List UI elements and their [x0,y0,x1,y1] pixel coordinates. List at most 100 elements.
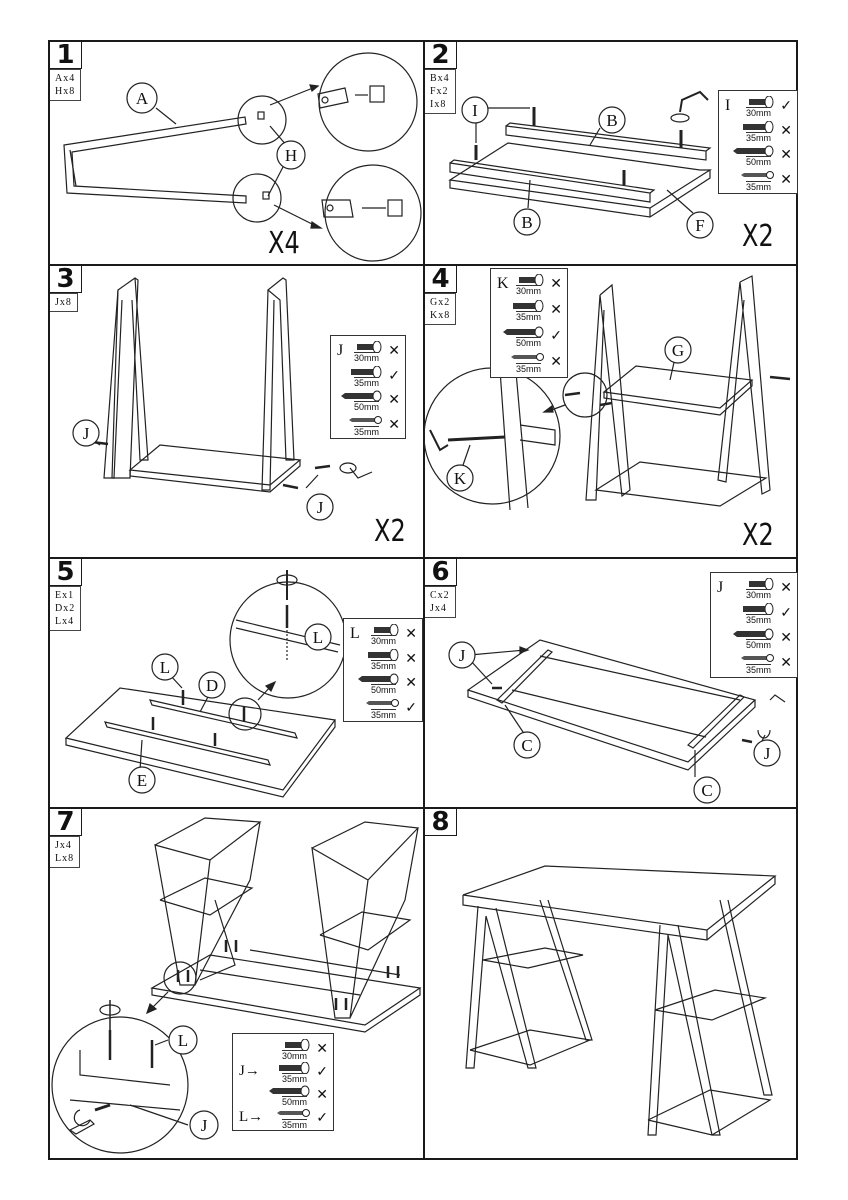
step-7-drawing: L J [51,817,422,1154]
screw-icon [731,628,775,642]
desktop-e [64,687,337,791]
step-6-drawing: J C C J [448,639,786,804]
callout-k-label: K [454,469,467,488]
callout-f-label: F [695,216,704,235]
shelf-unit-left [154,817,262,986]
callout-j-label: J [459,646,466,665]
screw-length: 30mm [281,1050,307,1061]
part-quantity: Cx2 [430,590,450,601]
shelf-unit-right [311,821,420,1019]
part-quantity: Jx4 [430,603,447,614]
screw-length: 30mm [745,589,771,600]
screw-icon [515,273,545,288]
rail-c [496,649,554,704]
screw-length: 35mm [745,664,771,675]
callout-d-label: D [206,676,218,695]
screw-length: 35mm [353,376,379,388]
quantity-multiplier: X2 [742,219,774,254]
screw-icon [739,170,775,182]
zoom-circle [51,1016,189,1154]
panel-divider [423,40,425,1160]
cross-icon: ✕ [405,649,417,666]
frame-left [585,283,631,501]
part-quantity: Fx2 [430,86,449,97]
cross-icon: ✕ [780,579,792,595]
detail-circle [163,961,197,995]
rail-d [149,699,298,739]
step-3-drawing: J J [72,277,373,521]
screw-tag: J [337,342,344,359]
cross-icon: ✕ [405,674,417,690]
callout-l-label: L [160,658,170,677]
frame-right [717,275,771,495]
zoom-circle [318,52,418,152]
step-2-drawing: I B B F [448,90,714,239]
callout-c-label: C [701,781,712,800]
check-icon: ✓ [316,1109,328,1125]
rail-c [687,694,746,749]
cross-icon: ✕ [388,415,400,432]
screw-icon [741,120,775,135]
step-number: 8 [425,809,457,836]
callout-j-label: J [83,424,90,443]
cross-icon: ✕ [780,654,792,670]
screw-length: 35mm [353,425,379,437]
part-quantity: Gx2 [430,297,451,308]
screw-icon [281,1038,311,1053]
screw-length: 50mm [370,684,396,695]
cross-icon: ✕ [780,146,792,162]
quantity-multiplier: X2 [374,514,406,549]
screw-length: 30mm [745,107,771,118]
screw-icon [370,623,400,638]
screw-tag: J [717,579,724,596]
cross-icon: ✕ [316,1040,328,1056]
screw-tag: L [350,625,360,642]
step-number: 2 [425,42,457,69]
cross-icon: ✕ [405,625,417,641]
panel-divider [48,807,798,809]
part-quantity: Jx8 [55,297,72,308]
shelf-unit-right [647,924,721,1136]
desktop-underside [150,954,422,1026]
callout-g-label: G [672,341,684,360]
screw-length: 50mm [281,1096,307,1107]
callout-j-label: J [317,498,324,517]
shelf-unit-left [465,905,537,1069]
screw-icon [277,1061,311,1076]
part-quantity: Lx4 [55,616,75,627]
screw-length: 35mm [370,708,396,720]
screw-length: 35mm [281,1073,307,1084]
cross-icon: ✕ [780,121,792,138]
screw-length: 50mm [515,337,541,348]
screw-icon [739,653,775,665]
cross-icon: ✕ [550,353,562,369]
rail-b [449,162,651,203]
part-quantity: Ex1 [55,590,75,601]
part-quantity: Kx8 [430,310,451,321]
callout-l-label: L [178,1031,188,1050]
quantity-multiplier: X4 [268,226,300,261]
screw-length: 30mm [515,285,541,296]
step-4-drawing: G K [423,275,791,511]
part-quantity: Ix8 [430,99,447,110]
screw-icon [366,648,400,663]
callout-j-label: J [764,744,771,763]
screw-icon [731,145,775,159]
step-5-drawing: L D E L [64,570,347,798]
rail-b [505,125,707,161]
screw-icon [741,602,775,617]
callout-a-label: A [136,89,149,108]
cross-icon: ✕ [550,275,562,291]
cross-icon: ✕ [388,342,400,358]
part-quantity: Jx4 [55,840,72,851]
part-quantity: Ax4 [55,73,76,84]
cross-icon: ✕ [316,1086,328,1102]
check-icon: ✓ [316,1063,328,1079]
callout-h-label: H [285,146,297,165]
screw-icon [356,673,400,687]
